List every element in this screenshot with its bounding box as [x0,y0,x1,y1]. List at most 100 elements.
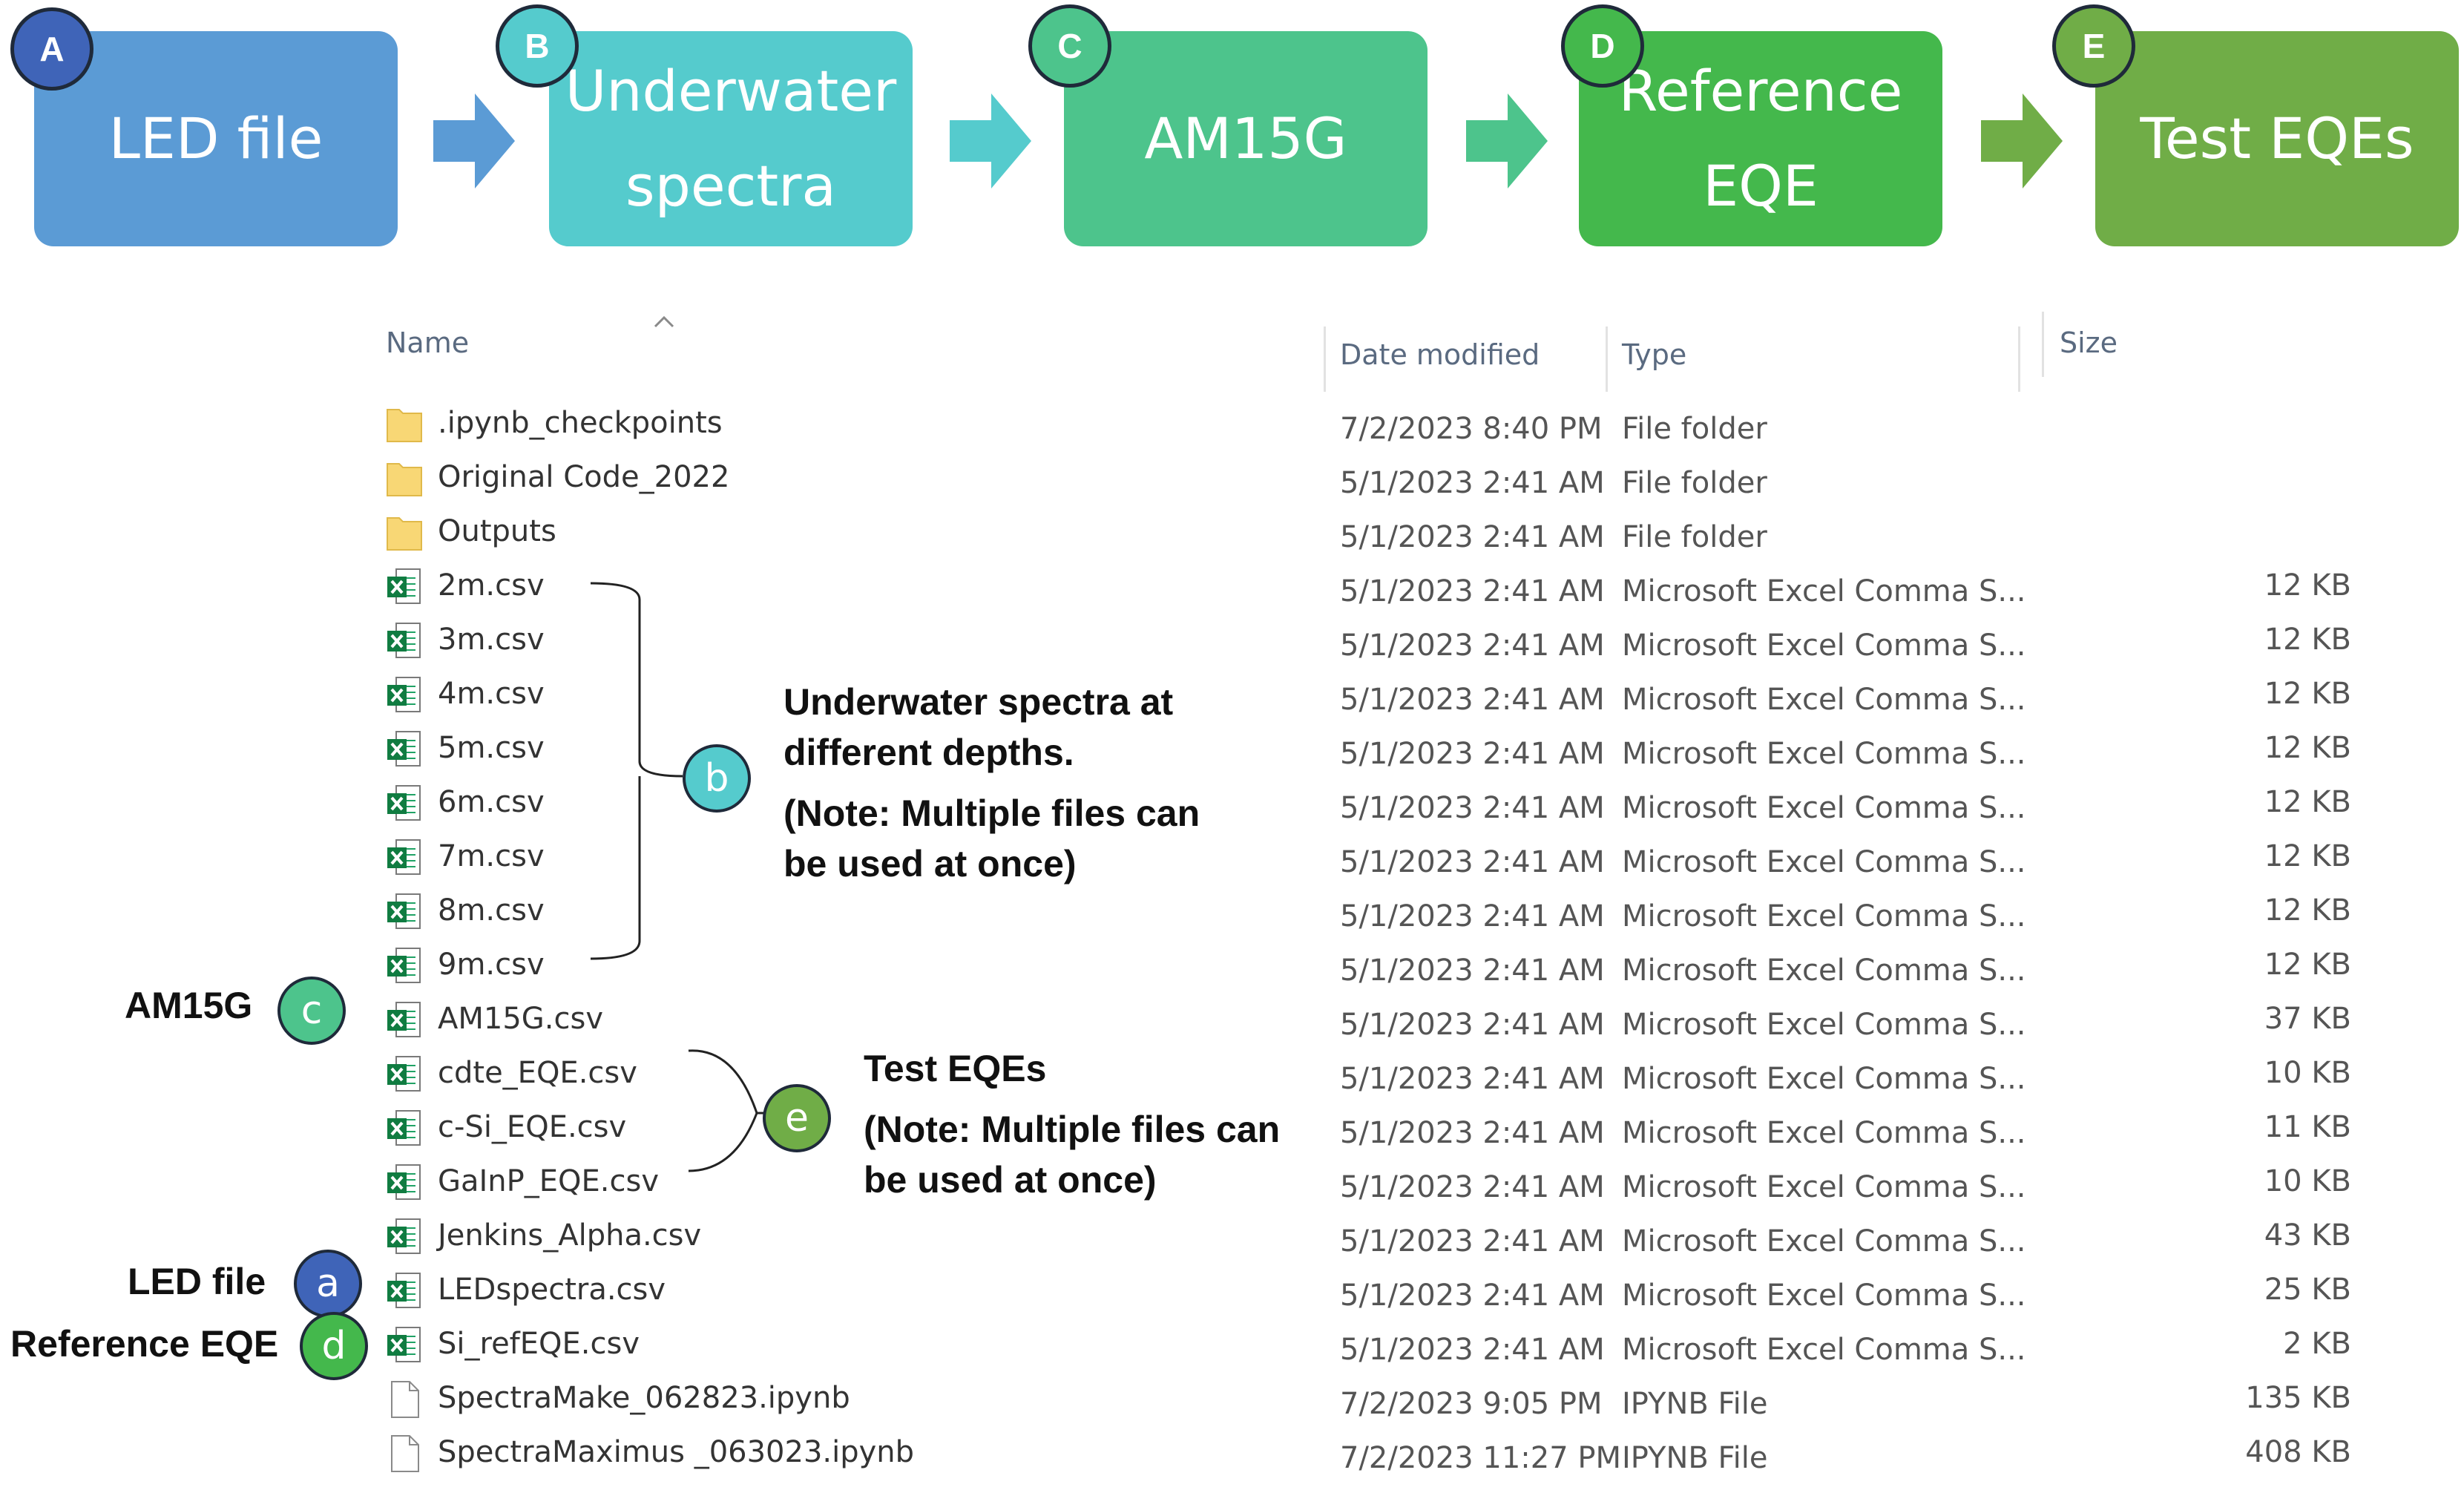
step-box-am15g: AM15G [1064,31,1428,246]
file-name[interactable]: Si_refEQE.csv [438,1327,640,1361]
column-header-size[interactable]: Size [2060,326,2118,359]
column-divider[interactable] [1606,326,1608,392]
annotation-label-led-file: LED file [128,1261,266,1302]
column-divider[interactable] [2018,326,2020,392]
arrow-right-icon [433,93,515,188]
file-name[interactable]: 3m.csv [438,623,545,657]
file-name[interactable]: cdte_EQE.csv [438,1056,637,1090]
file-name[interactable]: LEDspectra.csv [438,1273,666,1307]
file-type: Microsoft Excel Comma S... [1622,899,2026,933]
folder-icon [387,463,422,496]
file-name[interactable]: 2m.csv [438,568,545,603]
file-date-modified: 5/1/2023 2:41 AM [1340,737,1605,771]
annotation-title-line: different depths. [783,732,1074,773]
file-row[interactable]: 5m.csv 5/1/2023 2:41 AM Microsoft Excel Co… [0,721,2464,775]
excel-csv-icon [387,785,421,821]
arrow-right-icon [1466,93,1548,188]
file-name[interactable]: AM15G.csv [438,1002,603,1036]
file-type: Microsoft Excel Comma S... [1622,1116,2026,1150]
step-box-led-file: LED file [34,31,398,246]
file-date-modified: 5/1/2023 2:41 AM [1340,466,1605,500]
file-name[interactable]: SpectraMaximus _063023.ipynb [438,1435,915,1469]
folder-icon [387,517,422,551]
file-size: 12 KB [2264,948,2351,982]
annotation-title-line: Test EQEs [864,1048,1047,1089]
step-box-reference-eqe: Reference EQE [1579,31,1942,246]
file-name[interactable]: c-Si_EQE.csv [438,1110,627,1144]
file-name[interactable]: Jenkins_Alpha.csv [438,1218,702,1253]
column-header-date-modified[interactable]: Date modified [1340,338,1540,371]
annotation-text-b: Underwater spectra at different depths. … [783,677,1200,889]
file-name[interactable]: SpectraMake_062823.ipynb [438,1381,850,1415]
excel-csv-icon [387,1273,421,1308]
file-date-modified: 5/1/2023 2:41 AM [1340,1116,1605,1150]
file-name[interactable]: 4m.csv [438,677,545,711]
annotation-note-line: (Note: Multiple files can [783,792,1200,834]
sort-ascending-icon[interactable] [653,313,675,329]
annotation-label-am15g: AM15G [125,985,253,1026]
excel-csv-icon [387,731,421,767]
file-name[interactable]: GaInP_EQE.csv [438,1164,660,1198]
file-date-modified: 5/1/2023 2:41 AM [1340,1062,1605,1096]
document-icon [391,1381,419,1418]
file-name[interactable]: Outputs [438,514,556,548]
file-type: File folder [1622,412,1767,446]
file-type: Microsoft Excel Comma S... [1622,845,2026,879]
file-name[interactable]: 8m.csv [438,893,545,928]
file-size: 12 KB [2264,839,2351,873]
annotation-label-reference-eqe: Reference EQE [10,1323,279,1365]
file-type: Microsoft Excel Comma S... [1622,629,2026,663]
excel-csv-icon [387,568,421,604]
file-name[interactable]: 7m.csv [438,839,545,873]
file-name[interactable]: 6m.csv [438,785,545,819]
annotation-text-e: Test EQEs (Note: Multiple files can be u… [864,1043,1280,1205]
file-row[interactable]: 6m.csv 5/1/2023 2:41 AM Microsoft Excel Co… [0,775,2464,829]
column-divider[interactable] [1324,326,1326,392]
file-type: Microsoft Excel Comma S... [1622,737,2026,771]
file-name[interactable]: Original Code_2022 [438,460,730,494]
step-label: Underwater [565,58,897,124]
step-badge-a: A [10,7,93,91]
annotation-badge-e: e [763,1084,831,1152]
excel-csv-icon [387,1327,421,1362]
file-size: 12 KB [2264,893,2351,928]
annotation-badge-c: c [277,977,346,1045]
file-name[interactable]: 5m.csv [438,731,545,765]
step-box-test-eqes: Test EQEs [2095,31,2459,246]
file-type: File folder [1622,466,1767,500]
file-date-modified: 5/1/2023 2:41 AM [1340,791,1605,825]
file-name[interactable]: .ipynb_checkpoints [438,406,723,440]
step-badge-d: D [1561,4,1644,88]
file-row[interactable]: c-Si_EQE.csv 5/1/2023 2:41 AM Microsoft Ex… [0,1100,2464,1154]
arrow-right-icon [950,93,1031,188]
file-name[interactable]: 9m.csv [438,948,545,982]
excel-csv-icon [387,677,421,712]
step-badge-e: E [2052,4,2135,88]
file-size: 135 KB [2245,1381,2351,1415]
file-type: Microsoft Excel Comma S... [1622,791,2026,825]
column-header-type[interactable]: Type [1622,338,1687,371]
file-type: IPYNB File [1622,1387,1768,1421]
excel-csv-icon [387,948,421,983]
file-row[interactable]: Original Code_2022 5/1/2023 2:41 AM File f… [0,450,2464,504]
column-divider[interactable] [2042,312,2044,377]
column-header-name[interactable]: Name [386,326,470,359]
file-date-modified: 5/1/2023 2:41 AM [1340,954,1605,988]
file-type: Microsoft Excel Comma S... [1622,1224,2026,1258]
